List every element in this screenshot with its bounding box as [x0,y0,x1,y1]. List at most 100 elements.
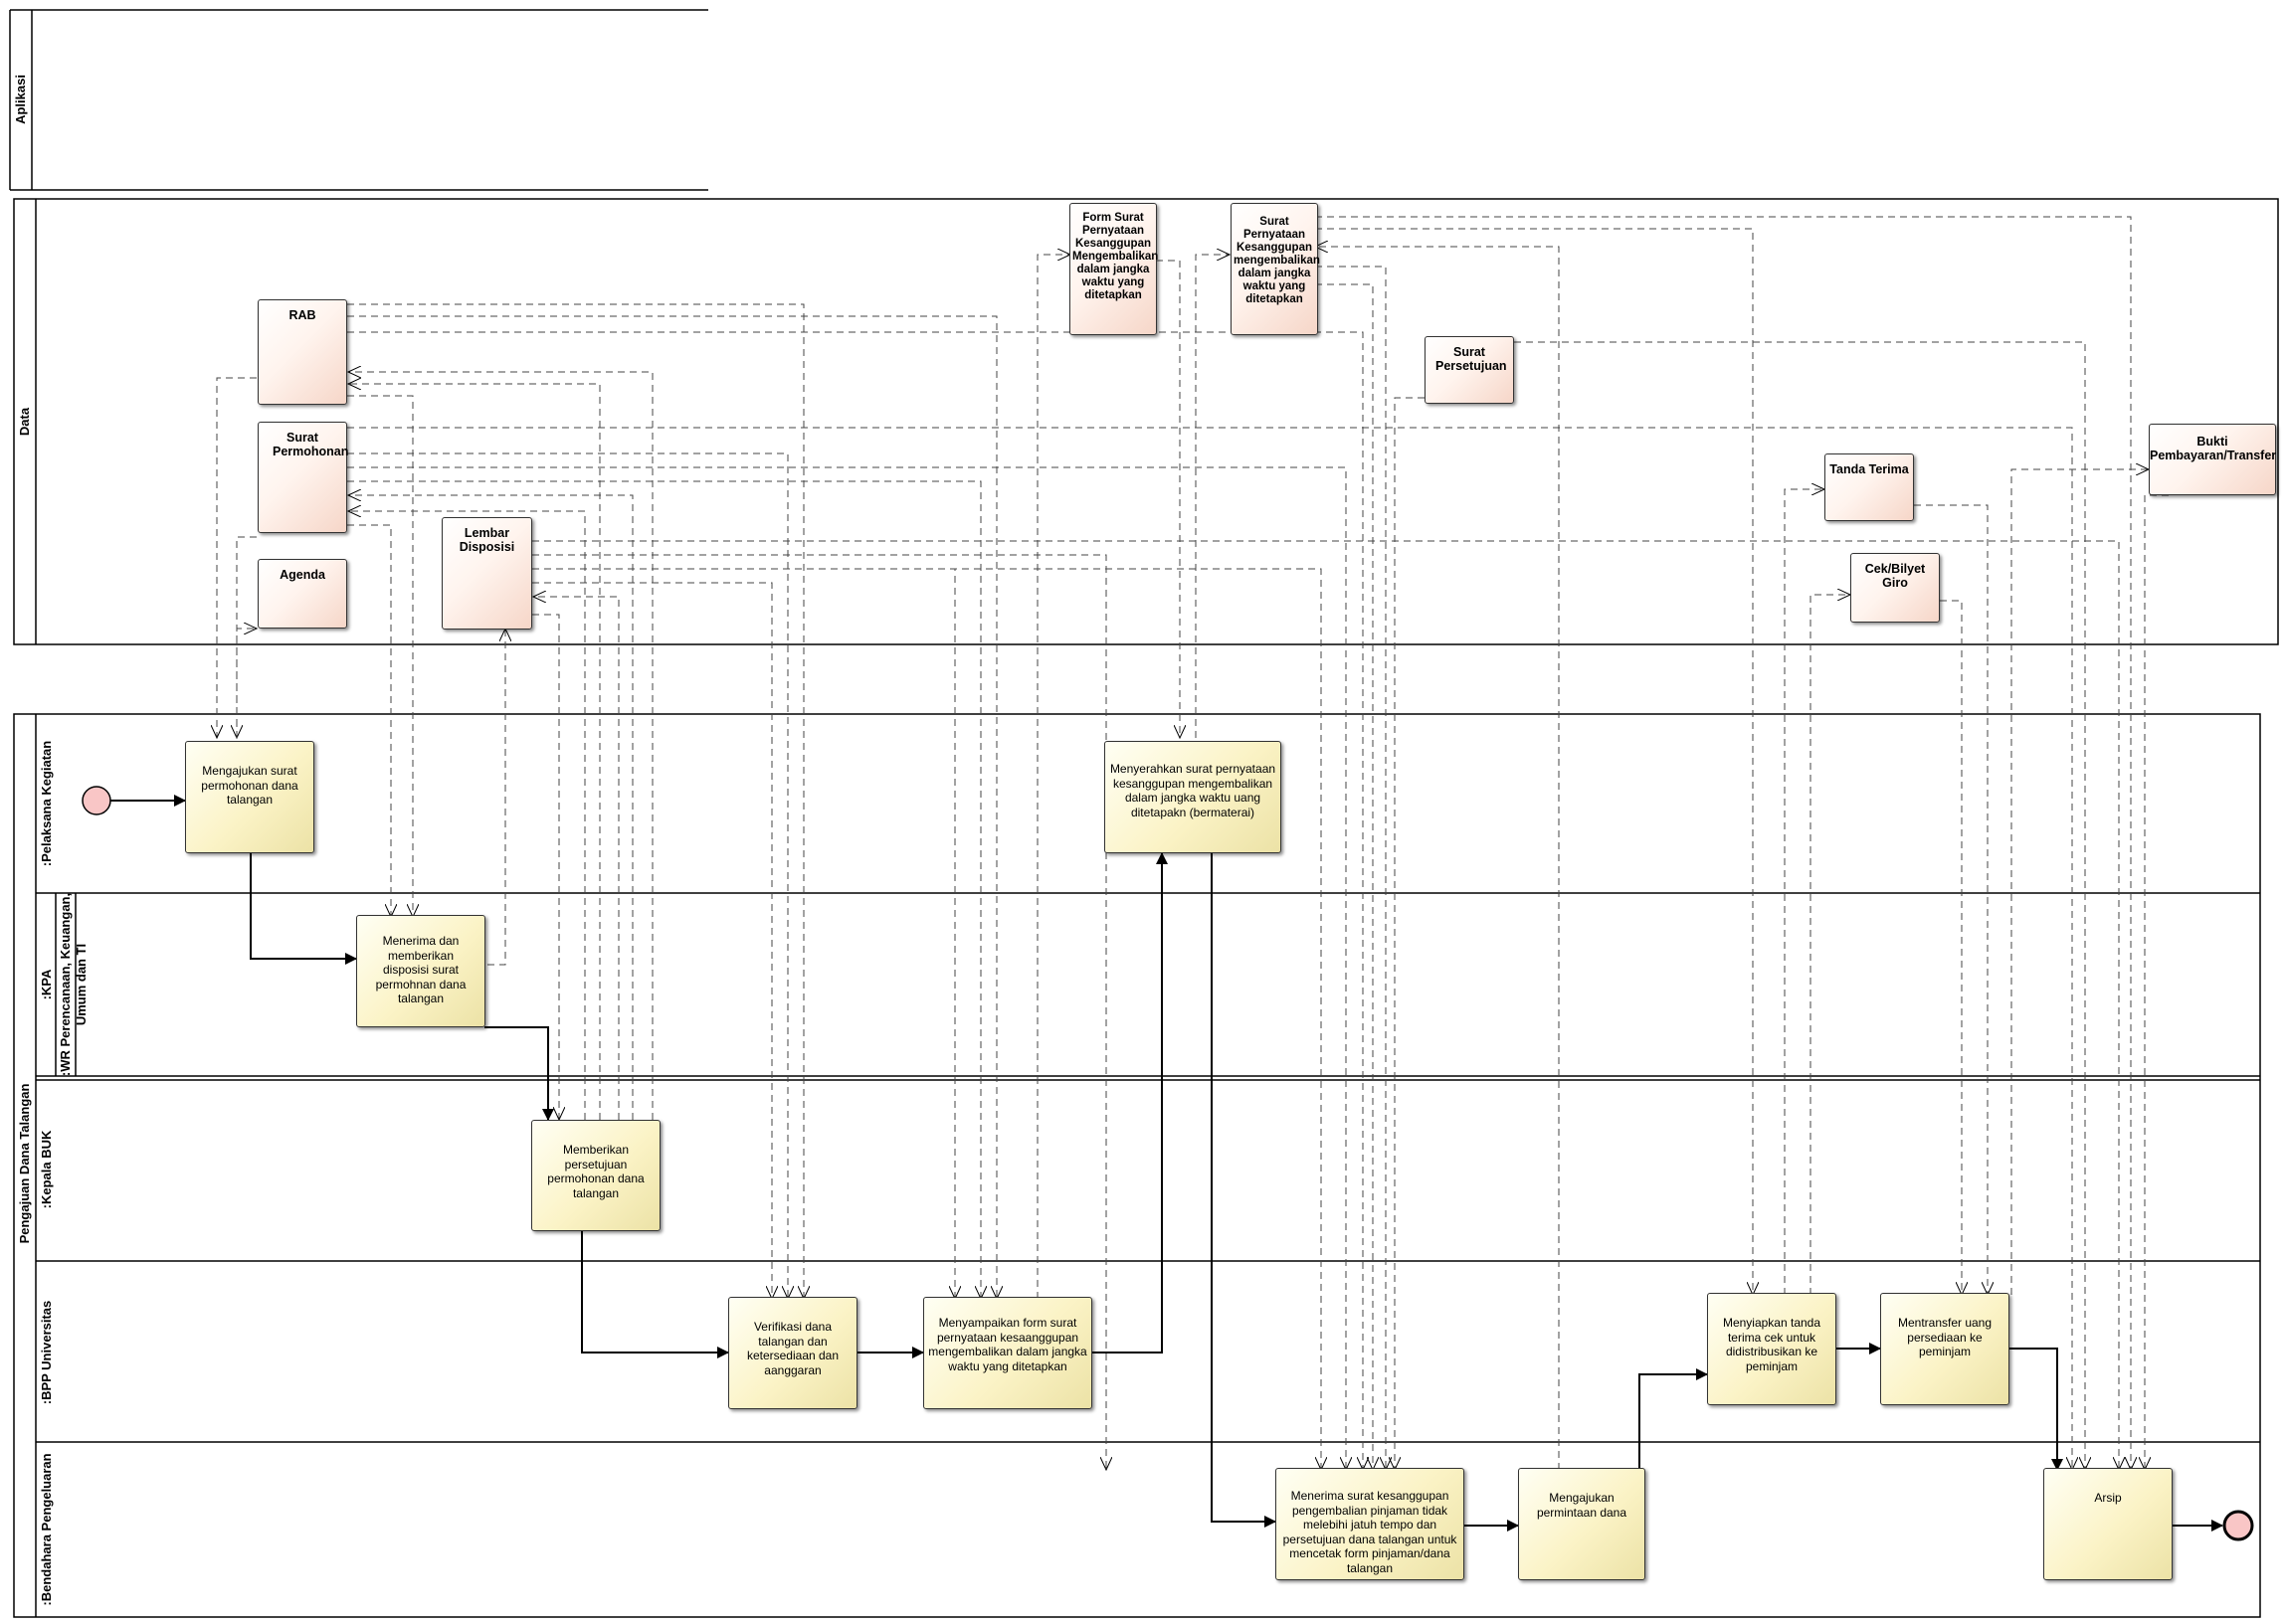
assoc-line [1156,260,1180,738]
assoc-line [1195,255,1230,738]
task-label: Menyampaikan form surat pernyataan kesaa… [928,1316,1087,1373]
pool-aplikasi: Aplikasi [9,9,708,191]
assoc-line [217,377,257,738]
data-object-form-surat: Form Surat Pernyataan Kesanggupan Mengem… [1069,203,1159,335]
assoc-line [532,582,772,1299]
data-object-agenda: Agenda [258,559,347,629]
assoc-line [1809,595,1850,1295]
task-menerima-disposisi[interactable]: Menerima dan memberikan disposisi surat … [356,915,485,1027]
flow-t6-t7 [1211,853,1276,1528]
data-object-label: Surat Permohonan [273,431,349,458]
flow-t1-t2 [250,853,357,965]
assoc-line [2145,494,2169,1470]
task-menyiapkan-tanda-terima[interactable]: Menyiapkan tanda terima cek untuk didist… [1707,1293,1836,1405]
data-object-label: Form Surat Pernyataan Kesanggupan Mengem… [1072,212,1159,301]
assoc-line [1784,489,1824,1295]
task-memberikan-persetujuan[interactable]: Memberikan persetujuan permohonan dana t… [531,1120,661,1231]
assoc-line [347,524,391,917]
lane-label-pelaksana: :Pelaksana Kegiatan [39,741,54,867]
assoc-line [1315,283,1373,1470]
lane-label-bendahara: :Bendahara Pengeluaran [39,1453,54,1605]
data-object-label: Surat Pernyataan Kesanggupan mengembalik… [1234,216,1320,305]
assoc-line [1940,600,1962,1295]
assoc-line [1315,216,2131,1470]
assoc-line [1315,228,1753,1295]
data-object-lembar-disposisi: Lembar Disposisi [442,517,532,630]
data-object-label: Cek/Bilyet Giro [1864,562,1926,590]
data-object-rab: RAB [258,299,347,405]
task-arsip[interactable]: Arsip [2043,1468,2173,1580]
assoc-line [347,303,804,1299]
assoc-line [348,495,634,1120]
assoc-line [237,536,257,738]
sequence-flows [109,795,2223,1532]
lane-label-bpp: :BPP Universitas [39,1301,54,1405]
data-object-label: RAB [288,308,316,322]
flow-t5-t6 [1092,852,1168,1353]
assoc-line [1315,247,1560,1470]
assoc-line [532,614,559,1120]
task-label: Verifikasi dana talangan dan ketersediaa… [746,1320,840,1377]
assoc-line [1914,504,1988,1295]
lane-label-kpa: :KPA [39,969,54,999]
pool-label-aplikasi: Aplikasi [13,75,28,124]
start-event [82,786,111,815]
assoc-line [533,597,620,1120]
data-object-cek-bilyet-giro: Cek/Bilyet Giro [1850,553,1940,623]
pool-label-data: Data [17,407,32,436]
flow-t3-t4 [581,1231,729,1358]
task-label: Arsip [2094,1491,2122,1505]
task-mengajukan-permintaan[interactable]: Mengajukan permintaan dana [1518,1468,1645,1580]
task-label: Mentransfer uang persediaan ke peminjam [1897,1316,1993,1358]
task-label: Mengajukan permintaan dana [1536,1491,1627,1520]
assoc-line [347,480,981,1299]
data-object-label: Bukti Pembayaran/Transfer [2150,435,2277,462]
flow-t10-t11 [2009,1348,2063,1471]
data-object-bukti-pembayaran: Bukti Pembayaran/Transfer [2149,424,2276,495]
end-event [2222,1510,2254,1541]
assoc-line [2010,469,2149,1295]
lane-label-kabuk: :Kepala BUK [39,1130,54,1208]
assoc-line [347,331,1363,1470]
task-menyerahkan-surat[interactable]: Menyerahkan surat pernyataan kesanggupan… [1104,741,1281,853]
assoc-line [348,384,601,1120]
data-object-surat-permohonan: Surat Permohonan [258,422,349,533]
task-menyampaikan-form[interactable]: Menyampaikan form surat pernyataan kesaa… [923,1297,1092,1409]
assoc-line [532,568,955,1299]
task-label: Menerima dan memberikan disposisi surat … [375,934,467,1005]
task-verifikasi-dana[interactable]: Verifikasi dana talangan dan ketersediaa… [728,1297,857,1409]
task-mengajukan-surat[interactable]: Mengajukan surat permohonan dana talanga… [185,741,314,853]
data-object-label: Lembar Disposisi [459,526,515,554]
task-mentransfer-uang[interactable]: Mentransfer uang persediaan ke peminjam [1880,1293,2009,1405]
data-object-label: Tanda Terima [1829,462,1909,476]
assoc-line [347,427,2072,1470]
assoc-line [487,629,505,966]
assoc-line [1395,397,1425,1470]
assoc-line [236,629,257,738]
lane-label-wr: :WR Perencanaan, Keuangan, [58,893,73,1076]
assoc-line [1315,266,1386,1470]
flow-t8-t9 [1638,1368,1708,1470]
data-associations [217,216,2169,1470]
data-object-label: Surat Persetujuan [1435,345,1507,373]
assoc-line [347,452,788,1299]
assoc-line [348,511,586,1120]
data-object-label: Agenda [280,568,325,582]
task-label: Memberikan persetujuan permohonan dana t… [547,1143,645,1200]
flow-t2-t3 [484,1026,554,1121]
lane-label-wr-2: Umum dan TI [74,944,89,1025]
task-label: Mengajukan surat permohonan dana talanga… [201,764,298,807]
assoc-line [347,395,413,917]
task-menerima-surat-kesanggupan[interactable]: Menerima surat kesanggupan pengembalian … [1275,1468,1464,1580]
data-object-tanda-terima: Tanda Terima [1824,453,1914,521]
task-label: Menerima surat kesanggupan pengembalian … [1282,1489,1457,1575]
pool-pengajuan: Pengajuan Dana Talangan :Pelaksana Kegia… [13,713,2261,1618]
task-label: Menyerahkan surat pernyataan kesanggupan… [1109,762,1276,819]
assoc-line [1037,255,1070,1299]
assoc-line [532,554,1106,1470]
data-object-surat-pernyataan: Surat Pernyataan Kesanggupan mengembalik… [1231,203,1320,335]
data-object-surat-persetujuan: Surat Persetujuan [1425,336,1514,404]
assoc-line [347,315,997,1299]
pool-data: Data [13,198,2279,645]
